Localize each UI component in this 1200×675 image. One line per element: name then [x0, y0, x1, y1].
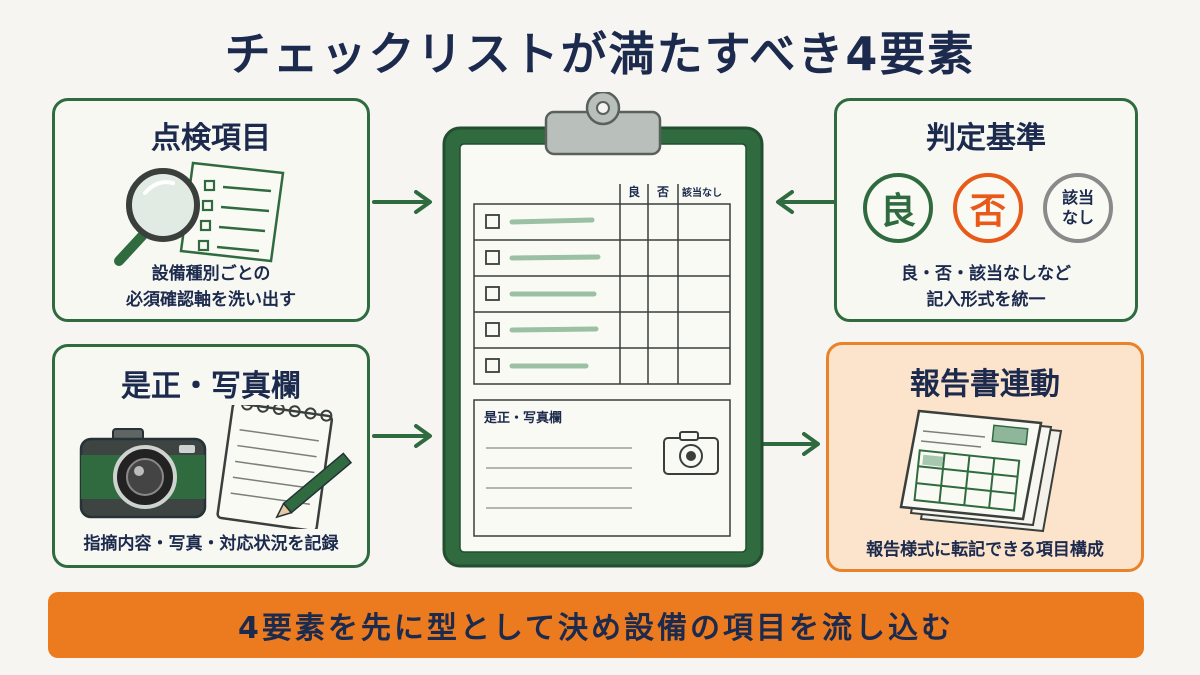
column-header-good: 良	[628, 184, 640, 199]
card-title: 点検項目	[151, 121, 271, 156]
card-report-link: 報告書連動 報告様式に転記できる項目構成	[826, 342, 1144, 572]
card-description: 報告様式に転記できる項目構成	[866, 540, 1104, 560]
column-header-bad: 否	[656, 185, 669, 199]
magnifier-checklist-icon	[114, 161, 285, 266]
card-inspection-items: 点検項目 設備種別ごとの 必須確認軸を洗い出す	[52, 98, 370, 322]
badge-not-applicable: 該当 なし	[1043, 173, 1113, 243]
arrow-right-icon	[372, 424, 432, 448]
card-description: 良・否・該当なしなど 記入形式を統一	[901, 264, 1071, 310]
report-documents-icon	[899, 409, 1063, 533]
clipboard-checklist: 良 否 該当なし 是正・写真欄	[442, 92, 764, 568]
card-title: 判定基準	[926, 121, 1046, 156]
checklist-rows	[485, 214, 500, 373]
card-description: 指摘内容・写真・対応状況を記録	[83, 534, 339, 554]
camera-notepad-icon	[79, 405, 353, 529]
camera-icon	[663, 431, 719, 475]
page-title: チェックリストが満たすべき4要素	[224, 27, 976, 81]
card-description: 設備種別ごとの 必須確認軸を洗い出す	[126, 264, 296, 310]
card-title: 是正・写真欄	[121, 369, 301, 404]
card-correction-photo: 是正・写真欄 指摘内容・写真・対応状況を記録	[52, 344, 370, 568]
arrow-right-icon	[760, 432, 820, 456]
card-judgment-criteria: 判定基準 良 否 該当 なし 良・否・該当なしなど 記入形式を統一	[834, 98, 1138, 322]
card-title: 報告書連動	[910, 367, 1060, 402]
bottom-message-banner: 4要素を先に型として決め設備の項目を流し込む	[48, 592, 1144, 658]
arrow-right-icon	[372, 190, 432, 214]
photo-section	[473, 399, 731, 537]
badge-good: 良	[863, 173, 933, 243]
column-header-na: 該当なし	[682, 186, 722, 199]
photo-section-label: 是正・写真欄	[483, 410, 562, 426]
badge-bad: 否	[953, 173, 1023, 243]
arrow-left-icon	[776, 190, 836, 214]
